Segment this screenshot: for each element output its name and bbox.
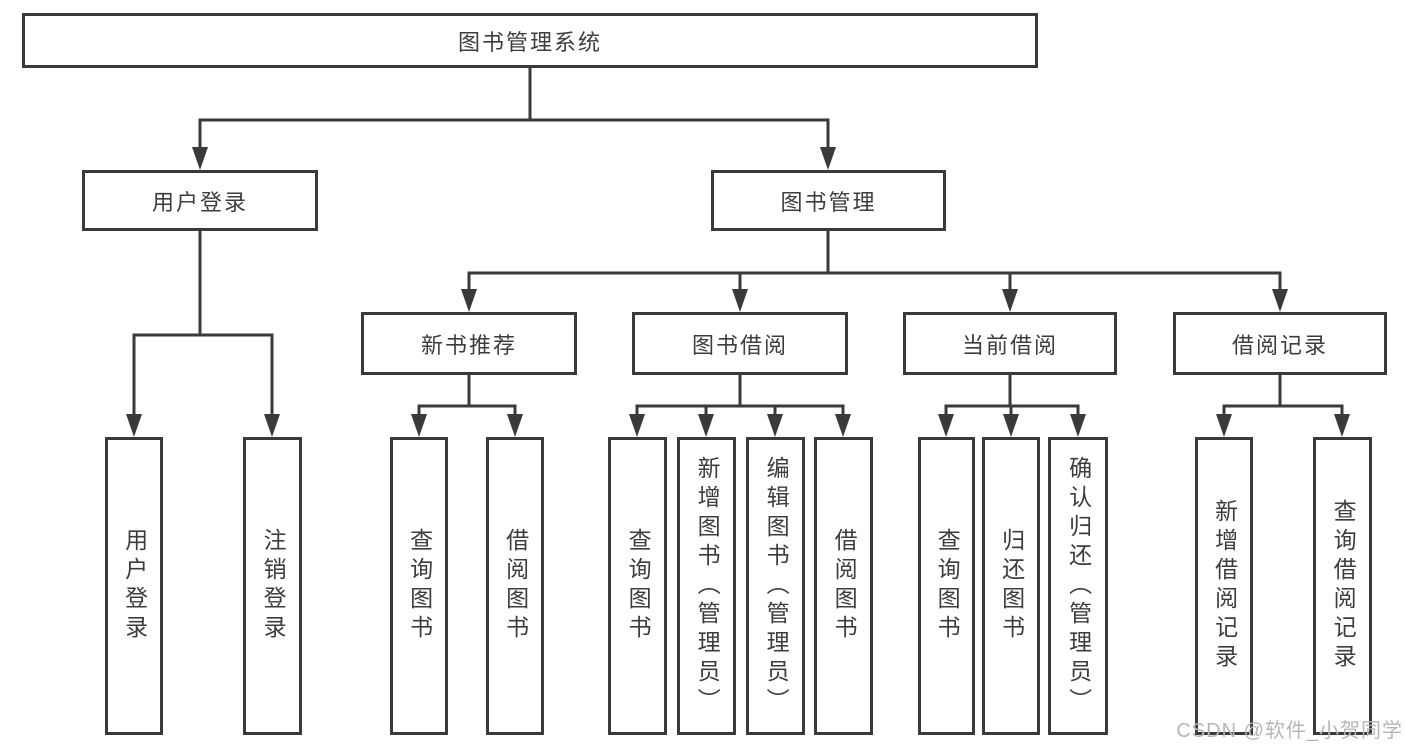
connector-currentborrow-to-leaves [944,373,1080,419]
node-book-borrow: 图书借阅 [632,312,848,375]
arrow-icon [698,414,714,437]
node-leaf-br-query: 查询借阅记录 [1313,437,1372,735]
node-leaf-bb-borrow-label: 借阅图书 [831,528,858,644]
node-current-borrow: 当前借阅 [903,312,1117,375]
connector-bookborrow-to-leaves [635,373,845,419]
arrowheads [126,147,1350,437]
node-leaf-br-add: 新增借阅记录 [1195,437,1253,735]
node-leaf-bb-borrow: 借阅图书 [814,437,873,735]
arrow-icon [732,289,748,312]
arrow-icon [1070,414,1086,437]
arrow-icon [192,147,208,170]
arrow-icon [938,414,954,437]
arrow-icon [820,147,836,170]
csdn-watermark: CSDN @软件_小贺同学 [1176,720,1403,742]
arrow-icon [411,414,427,437]
node-leaf-bb-query: 查询图书 [608,437,667,735]
node-leaf-bb-edit-label: 编辑图书（管理员） [763,455,790,717]
node-leaf-nbr-query: 查询图书 [390,437,448,735]
arrow-icon [629,414,645,437]
arrow-icon [461,289,477,312]
node-current-borrow-label: 当前借阅 [961,332,1058,358]
arrow-icon [507,414,523,437]
connector-bookmgmt-to-level3 [467,229,1282,294]
node-new-book-rec-label: 新书推荐 [420,332,517,358]
node-user-login-label: 用户登录 [151,189,248,215]
connector-newbookrec-to-leaves [417,373,517,419]
node-leaf-br-add-label: 新增借阅记录 [1211,499,1238,673]
arrow-icon [1216,414,1232,437]
node-leaf-user-login: 用户登录 [105,437,163,735]
node-leaf-cb-confirm: 确认归还（管理员） [1048,437,1108,735]
arrow-icon [767,414,783,437]
arrow-icon [835,414,851,437]
node-user-login: 用户登录 [82,170,318,231]
node-root: 图书管理系统 [22,13,1038,68]
node-borrow-record: 借阅记录 [1173,312,1387,375]
node-leaf-bb-edit: 编辑图书（管理员） [746,437,805,735]
node-leaf-user-login-label: 用户登录 [121,528,148,644]
node-book-mgmt-label: 图书管理 [780,189,877,215]
arrow-icon [126,414,142,437]
node-leaf-cb-return: 归还图书 [982,437,1040,735]
node-leaf-logout: 注销登录 [243,437,302,735]
node-leaf-logout-label: 注销登录 [260,528,287,644]
node-borrow-record-label: 借阅记录 [1231,332,1328,358]
node-book-mgmt: 图书管理 [711,170,946,231]
connector-borrowrecord-to-leaves [1222,373,1344,419]
arrow-icon [1334,414,1350,437]
arrow-icon [1002,289,1018,312]
node-leaf-cb-return-label: 归还图书 [998,528,1025,644]
node-leaf-bb-query-label: 查询图书 [625,528,652,644]
node-root-label: 图书管理系统 [457,29,602,55]
node-leaf-nbr-borrow: 借阅图书 [486,437,544,735]
node-leaf-br-query-label: 查询借阅记录 [1330,499,1357,673]
node-leaf-cb-query-label: 查询图书 [934,528,961,644]
node-leaf-bb-add-label: 新增图书（管理员） [694,455,721,717]
arrow-icon [1272,289,1288,312]
node-leaf-cb-query: 查询图书 [918,437,975,735]
node-new-book-rec: 新书推荐 [361,312,577,375]
arrow-icon [1003,414,1019,437]
node-book-borrow-label: 图书借阅 [691,332,788,358]
connector-userlogin-to-leaves [132,228,274,419]
arrow-icon [264,414,280,437]
connector-root-to-level2 [198,66,830,152]
node-leaf-bb-add: 新增图书（管理员） [677,437,736,735]
node-leaf-cb-confirm-label: 确认归还（管理员） [1065,455,1092,717]
node-leaf-nbr-query-label: 查询图书 [406,528,433,644]
node-leaf-nbr-borrow-label: 借阅图书 [502,528,529,644]
